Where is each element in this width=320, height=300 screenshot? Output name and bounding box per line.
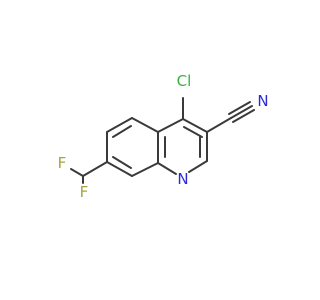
bond-n1-c8a [157, 162, 177, 175]
ring-nitrogen-label: N [177, 170, 188, 188]
atom-labels: Cl N N F F [58, 72, 269, 201]
bond-c7-c8 [106, 161, 133, 177]
chlorine-label: Cl [177, 72, 192, 90]
bond-c5-c6 [106, 117, 133, 133]
bond-c2-n1 [188, 160, 208, 173]
bond-c4a-c5 [131, 117, 159, 133]
bond-c3-cn [206, 117, 232, 133]
nitrile-nitrogen-label: N [257, 92, 268, 110]
bond-c4a-c4 [157, 118, 184, 133]
bond-cn-triple-3 [232, 109, 255, 123]
bond-cn-triple-1 [230, 105, 253, 119]
fluorine-top-label: F [58, 154, 67, 172]
bond-chf2-f-top [70, 168, 84, 177]
bond-c4-c3 [182, 118, 208, 133]
fluorine-bottom-label: F [80, 183, 89, 201]
bonds [70, 97, 255, 184]
bond-c4-c3-inner [183, 126, 203, 138]
molecule-structure: Cl N N F F [58, 72, 269, 201]
bond-c8-c8a [131, 162, 159, 177]
bond-c7-c8-inner [112, 156, 132, 169]
bond-c5-c6-inner [112, 125, 132, 138]
bond-cn-triple-2 [228, 101, 251, 115]
bond-c7-chf2 [82, 161, 108, 177]
